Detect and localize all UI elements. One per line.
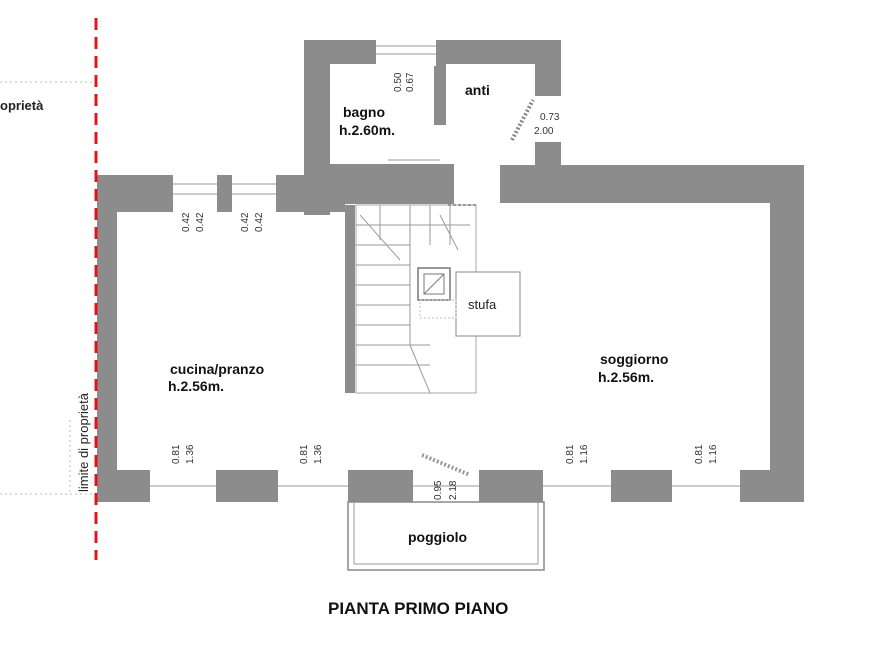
svg-text:2.00: 2.00 bbox=[534, 126, 554, 137]
neighbor-property-label: oprietà bbox=[0, 98, 44, 113]
balcony-outline bbox=[347, 501, 545, 571]
room-name-bagno: bagno bbox=[343, 104, 385, 120]
svg-text:1.36: 1.36 bbox=[185, 444, 196, 464]
svg-text:0.81: 0.81 bbox=[299, 444, 310, 464]
stove-label: stufa bbox=[468, 297, 497, 312]
room-name-soggiorno: soggiorno bbox=[600, 351, 668, 367]
room-name-cucina: cucina/pranzo bbox=[170, 361, 264, 377]
svg-text:1.16: 1.16 bbox=[579, 444, 590, 464]
svg-text:1.16: 1.16 bbox=[708, 444, 719, 464]
svg-text:2.18: 2.18 bbox=[448, 480, 459, 500]
svg-text:0.81: 0.81 bbox=[565, 444, 576, 464]
svg-text:0.81: 0.81 bbox=[171, 444, 182, 464]
svg-text:0.81: 0.81 bbox=[694, 444, 705, 464]
svg-text:0.50: 0.50 bbox=[393, 72, 404, 92]
room-height-bagno: h.2.60m. bbox=[339, 122, 395, 138]
svg-text:0.42: 0.42 bbox=[195, 212, 206, 232]
svg-text:1.36: 1.36 bbox=[313, 444, 324, 464]
room-name-anti: anti bbox=[465, 82, 490, 98]
svg-text:0.42: 0.42 bbox=[254, 212, 265, 232]
stove-area bbox=[417, 267, 521, 337]
openings bbox=[150, 38, 740, 504]
opening-dimensions: 0.50 0.67 0.73 2.00 0.42 0.42 0.42 0.42 … bbox=[171, 72, 719, 500]
room-name-poggiolo: poggiolo bbox=[408, 529, 467, 545]
property-line-label: limite di proprietà bbox=[76, 392, 91, 492]
room-height-cucina: h.2.56m. bbox=[168, 378, 224, 394]
svg-text:0.42: 0.42 bbox=[181, 212, 192, 232]
room-height-soggiorno: h.2.56m. bbox=[598, 369, 654, 385]
svg-text:0.95: 0.95 bbox=[433, 480, 444, 500]
plan-title: PIANTA PRIMO PIANO bbox=[328, 599, 508, 618]
stove-box bbox=[455, 271, 521, 337]
svg-text:0.67: 0.67 bbox=[405, 72, 416, 92]
svg-text:0.42: 0.42 bbox=[240, 212, 251, 232]
svg-text:0.73: 0.73 bbox=[540, 112, 560, 123]
